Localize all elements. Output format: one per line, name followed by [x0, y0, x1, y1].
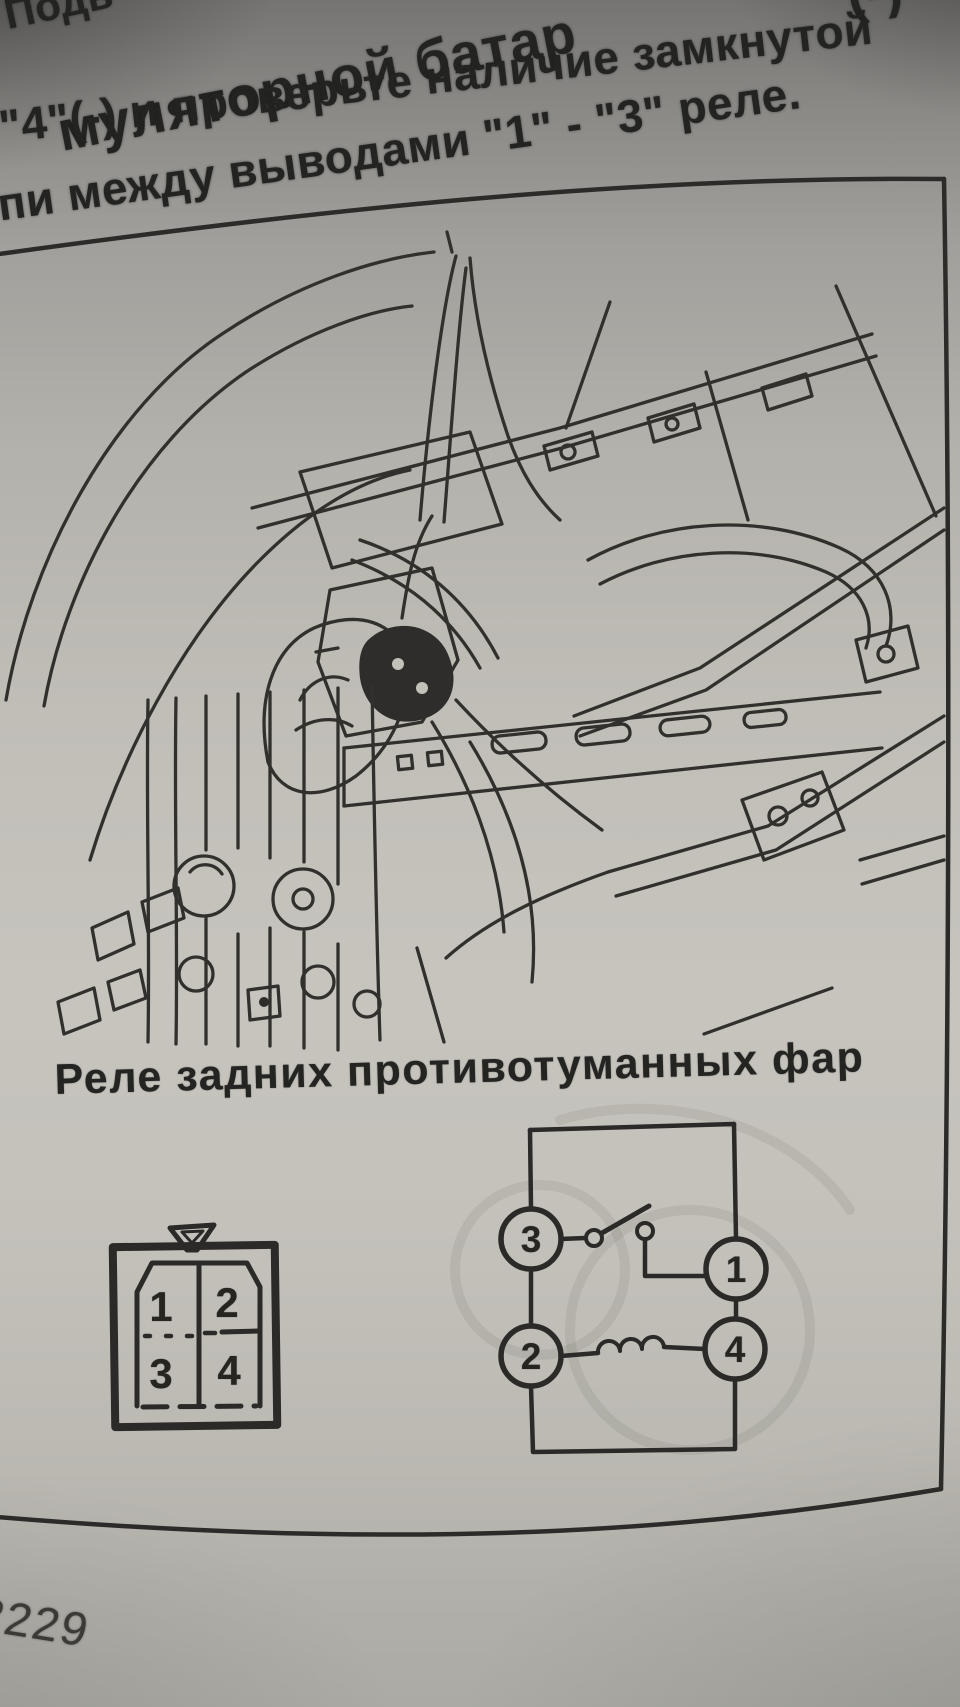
circuit-terminal-2-label: 2 — [520, 1336, 542, 1377]
connector-pin-2-label: 2 — [215, 1279, 239, 1326]
switch-symbol — [558, 1203, 709, 1279]
connector-outer-shell — [108, 1240, 282, 1432]
connector-pin-1-label: 1 — [149, 1283, 173, 1330]
coil-symbol — [558, 1334, 708, 1359]
circuit-terminal-3-label: 3 — [520, 1219, 542, 1260]
figure-frame — [0, 176, 951, 1537]
connector-pinout-diagram — [108, 1222, 282, 1432]
connector-pin-4-label: 4 — [217, 1347, 241, 1394]
vehicle-illustration — [4, 230, 946, 1052]
page-showthrough-ghost — [450, 1103, 855, 1455]
connector-pin-3-label: 3 — [149, 1350, 173, 1397]
circuit-terminal-4-label: 4 — [724, 1329, 746, 1370]
relay-circuit-diagram — [498, 1121, 769, 1455]
circuit-terminal-1-label: 1 — [725, 1249, 747, 1290]
relay-connector-dark — [359, 625, 454, 722]
